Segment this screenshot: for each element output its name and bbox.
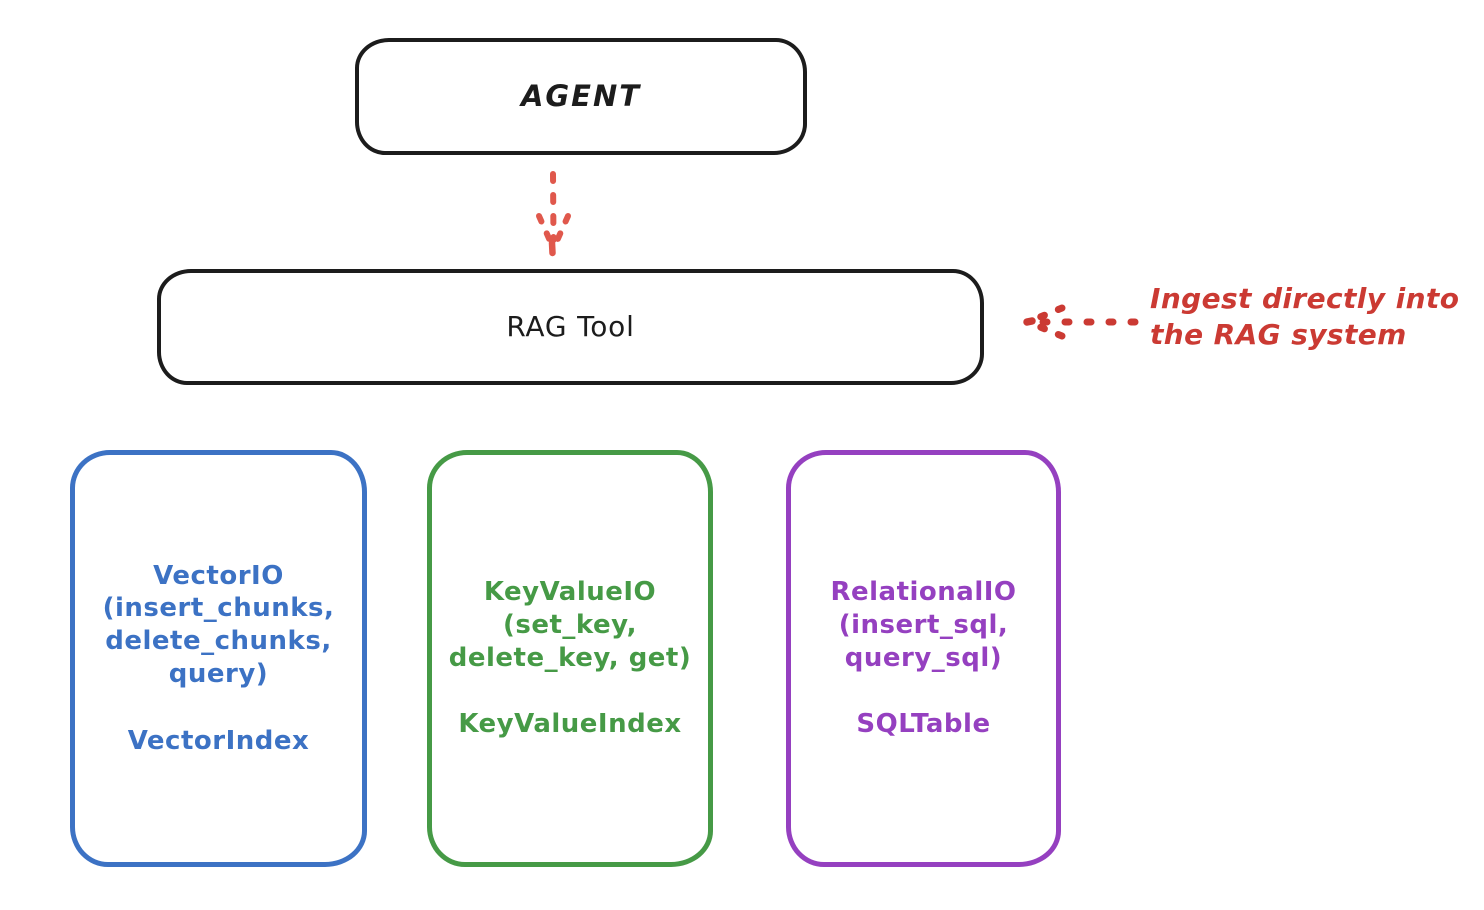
node-relational-io[interactable]: RelationalIO (insert_sql, query_sql) SQL… (786, 450, 1061, 867)
node-vector-io[interactable]: VectorIO (insert_chunks, delete_chunks, … (70, 450, 367, 867)
node-agent[interactable]: AGENT (355, 38, 807, 155)
node-rag-tool-label: RAG Tool (506, 310, 635, 344)
vector-io-index-label: VectorIndex (127, 725, 310, 756)
key-value-io-api-label: KeyValueIO (set_key, delete_key, get) (448, 577, 692, 673)
connector-agent-to-rag-tool (536, 171, 571, 257)
node-key-value-io-content: KeyValueIO (set_key, delete_key, get) Ke… (443, 576, 698, 741)
relational-io-api-label: RelationalIO (insert_sql, query_sql) (830, 577, 1017, 673)
node-vector-io-content: VectorIO (insert_chunks, delete_chunks, … (97, 560, 341, 758)
node-relational-io-content: RelationalIO (insert_sql, query_sql) SQL… (824, 576, 1022, 741)
connector-ingest-pointer (1023, 304, 1139, 340)
vector-io-api-label: VectorIO (insert_chunks, delete_chunks, … (102, 560, 335, 689)
relational-io-index-label: SQLTable (856, 709, 991, 740)
ingest-annotation-text: Ingest directly into the RAG system (1150, 282, 1460, 351)
key-value-io-index-label: KeyValueIndex (458, 709, 682, 740)
node-key-value-io[interactable]: KeyValueIO (set_key, delete_key, get) Ke… (427, 450, 713, 867)
node-agent-label: AGENT (520, 79, 642, 114)
node-rag-tool[interactable]: RAG Tool (157, 269, 984, 385)
